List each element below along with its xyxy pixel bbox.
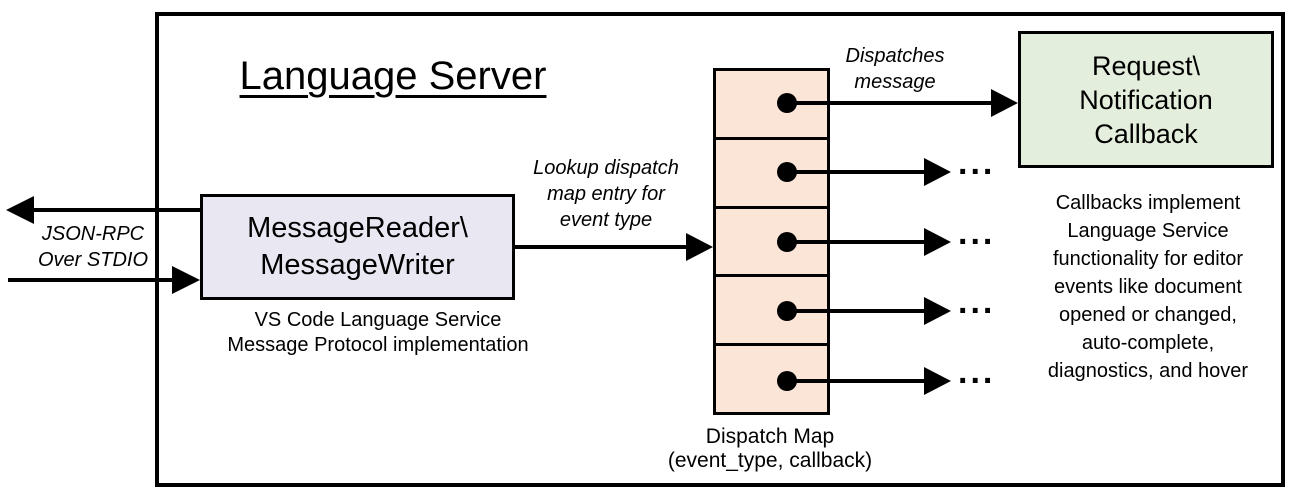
dispatches-label-line1: Dispatches (845, 45, 945, 67)
lookup-label-line2: map entry for (547, 183, 665, 205)
ellipsis-4: ... (958, 283, 996, 321)
ellipsis-3: ... (958, 214, 996, 252)
callbacks-note-line2: Language Service (1067, 220, 1229, 242)
stdio-label: JSON-RPC Over STDIO (18, 221, 168, 273)
dispatch-map (713, 68, 830, 415)
stdio-label-line1: JSON-RPC (41, 223, 145, 245)
reader-caption-line2: Message Protocol implementation (227, 334, 529, 356)
dispatch-map-caption-line1: Dispatch Map (705, 425, 835, 448)
callbacks-note-line4: events like document (1054, 276, 1242, 298)
callbacks-note-line3: functionality for editor (1052, 248, 1244, 270)
reader-box-line1: MessageReader\ (247, 212, 468, 244)
diagram-title: Language Server (239, 54, 547, 98)
dispatches-label: Dispatches message (820, 43, 970, 95)
stdio-label-line2: Over STDIO (37, 249, 148, 271)
callback-box-line2: Notification (1079, 84, 1213, 115)
ellipsis-2: ... (958, 144, 996, 182)
reader-caption-line1: VS Code Language Service (254, 309, 502, 331)
dispatch-map-caption: Dispatch Map (event_type, callback) (648, 425, 892, 473)
dispatch-map-cell-3 (716, 208, 827, 278)
callback-box: Request\ Notification Callback (1018, 31, 1274, 168)
dispatch-map-cell-4 (716, 277, 827, 347)
callbacks-note-line5: opened or changed, (1059, 304, 1237, 326)
ellipsis-5: ... (958, 353, 996, 391)
dispatch-map-cell-2 (716, 139, 827, 209)
callback-box-line3: Callback (1094, 118, 1198, 149)
callbacks-note-line6: auto-complete, (1081, 332, 1215, 354)
callback-box-line1: Request\ (1091, 50, 1201, 81)
reader-caption: VS Code Language Service Message Protoco… (190, 308, 566, 358)
dispatch-map-caption-line2: (event_type, callback) (667, 449, 873, 472)
message-reader-writer-box: MessageReader\ MessageWriter (200, 194, 515, 300)
dispatches-label-line2: message (854, 71, 936, 93)
dispatch-map-cell-1 (716, 71, 827, 140)
lookup-label-line3: event type (559, 209, 653, 231)
callbacks-note-line7: diagnostics, and hover (1047, 360, 1249, 382)
callbacks-note-line1: Callbacks implement (1055, 192, 1241, 214)
lookup-label-line1: Lookup dispatch (533, 157, 679, 179)
language-server-boundary (155, 12, 1285, 487)
reader-box-line2: MessageWriter (260, 249, 455, 281)
dispatch-map-cell-5 (716, 346, 827, 412)
callbacks-note: Callbacks implement Language Service fun… (1012, 189, 1284, 385)
lookup-label: Lookup dispatch map entry for event type (512, 155, 700, 233)
